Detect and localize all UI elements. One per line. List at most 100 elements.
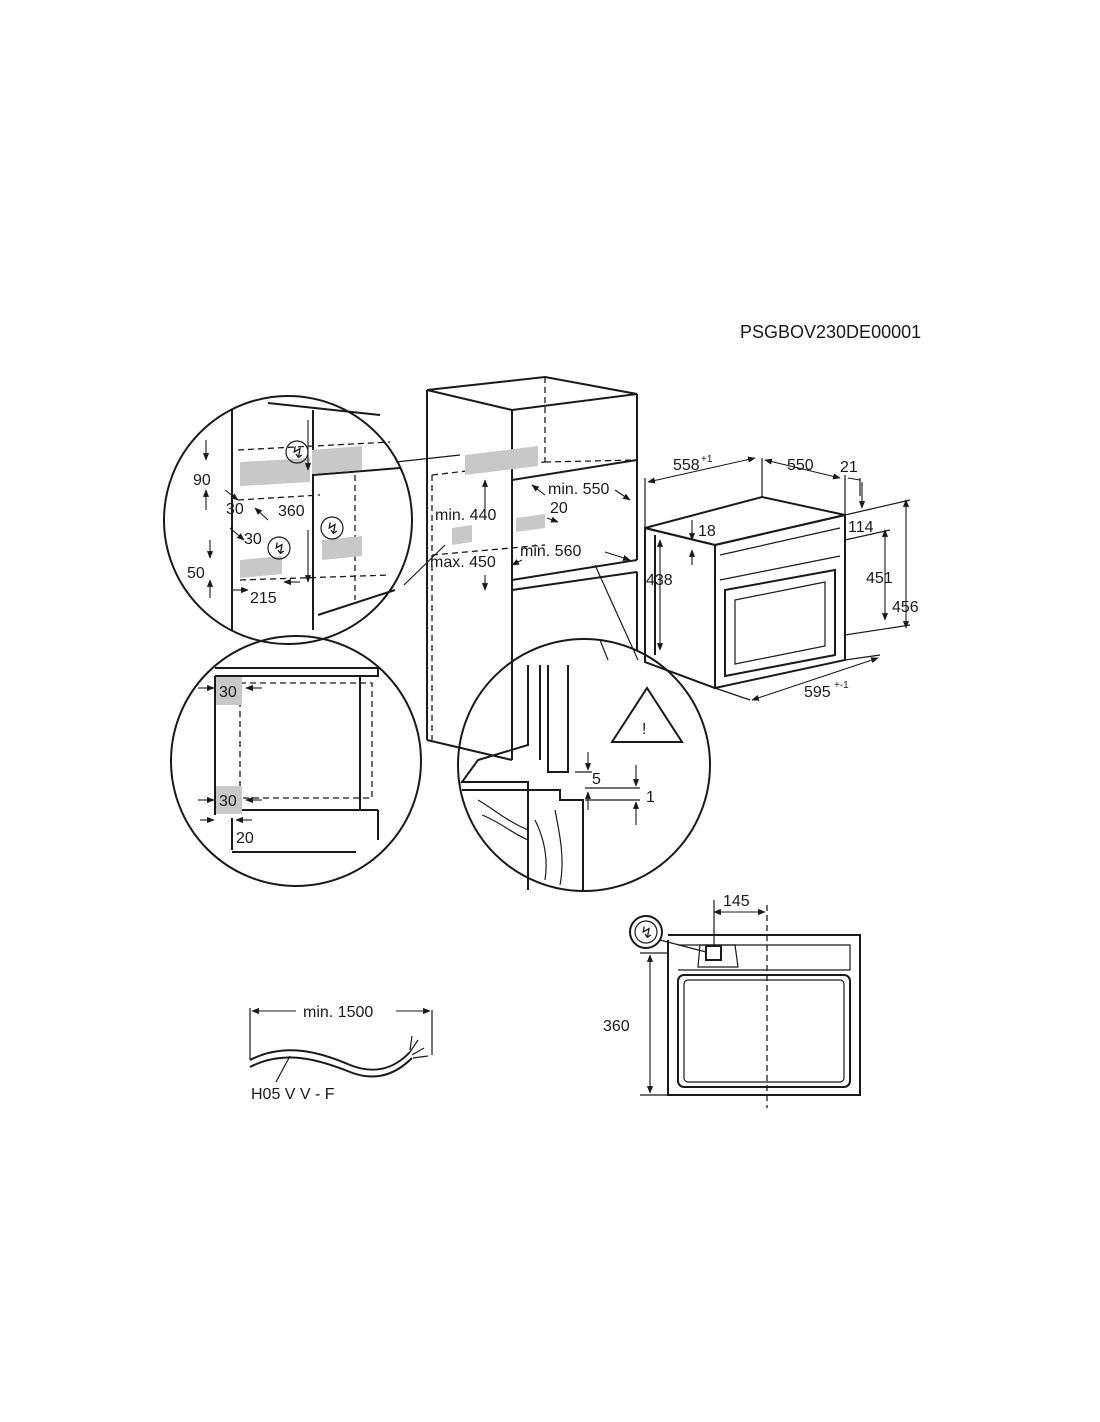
cable-length-label: min. 1500 xyxy=(303,1004,373,1021)
socket-zone xyxy=(516,514,545,532)
dimension-arrow xyxy=(546,516,559,523)
dim-label-30: 30 xyxy=(226,501,244,518)
cabinet-bottom-left xyxy=(426,739,513,761)
dimension-arrow xyxy=(254,507,269,521)
dim-label-558: 558 xyxy=(673,457,700,474)
dim-label-595: 595 xyxy=(804,684,831,701)
rear-view: ↯ 145 360 xyxy=(603,893,861,1108)
dim-label-5: 5 xyxy=(592,771,601,788)
niche-top-front xyxy=(511,459,638,481)
power-socket-icon-inner xyxy=(634,920,658,944)
oven-window xyxy=(734,581,826,665)
dim-label-max-450: max. 450 xyxy=(430,554,496,571)
detail-top-left: ↯ ↯ ↯ 90 30 360 30 50 215 xyxy=(163,395,461,645)
warning-icon xyxy=(610,686,684,743)
dimension-arrow xyxy=(511,559,523,566)
power-socket-icon xyxy=(267,536,291,560)
dim-label-1: 1 xyxy=(646,789,655,806)
niche-bottom-front xyxy=(511,559,638,581)
zoom-connector xyxy=(599,639,609,661)
dim-label-18: 18 xyxy=(698,523,716,540)
socket-zone xyxy=(312,446,362,474)
dim-label-30-top: 30 xyxy=(219,684,237,701)
cabinet-top xyxy=(426,375,638,412)
dim-label-21: 21 xyxy=(840,459,858,476)
dim-label-595-tolerance: +-1 xyxy=(834,680,849,691)
cabinet-niche: min. 550 20 min. 440 max. 450 min. 560 xyxy=(426,375,638,761)
dimension-arrow xyxy=(531,484,546,496)
extension-line xyxy=(844,624,911,636)
dim-label-90: 90 xyxy=(193,472,211,489)
control-panel-edge xyxy=(719,555,841,581)
dim-label-360: 360 xyxy=(603,1018,630,1035)
oven-trim xyxy=(547,665,569,773)
dimension-arrow xyxy=(224,489,239,501)
socket-zone xyxy=(240,556,282,578)
dim-label-456: 456 xyxy=(892,599,919,616)
rear-cavity xyxy=(677,974,851,1088)
hidden-line xyxy=(431,544,546,556)
dim-label-min-560: min. 560 xyxy=(520,543,581,560)
dimension-arrow xyxy=(614,489,631,501)
socket-zone xyxy=(452,525,472,545)
detail-bottom-center: ! 5 1 xyxy=(457,564,711,892)
leader-line xyxy=(275,1055,291,1083)
dim-label-50: 50 xyxy=(187,565,205,582)
dim-label-360: 360 xyxy=(278,503,305,520)
extension-line xyxy=(714,687,751,701)
power-socket-icon-glyph: ↯ xyxy=(326,521,339,538)
power-socket-icon-glyph: ↯ xyxy=(273,541,286,558)
shelf-profile xyxy=(462,789,584,890)
power-socket-icon-glyph: ↯ xyxy=(291,445,304,462)
dim-label-30-lower: 30 xyxy=(244,531,262,548)
socket-zone xyxy=(465,446,538,475)
power-cable: min. 1500 H05 V V - F xyxy=(249,1004,433,1103)
gap-zone xyxy=(216,677,242,705)
socket-zone xyxy=(240,458,310,486)
detail-circle xyxy=(163,395,413,645)
dimension-arrow xyxy=(751,657,879,701)
document-code: PSGBOV230DE00001 xyxy=(740,322,921,342)
hidden-line xyxy=(237,441,391,451)
detail-circle xyxy=(170,635,422,887)
cable-line xyxy=(249,1056,413,1078)
socket-zone xyxy=(322,536,362,560)
hidden-line xyxy=(237,494,321,501)
rear-top-strip xyxy=(678,944,851,971)
shelf-edge xyxy=(312,467,401,476)
cabinet-top-edge xyxy=(267,402,381,416)
rear-outer-frame xyxy=(667,934,861,1096)
oven-appliance: 558 +1 550 21 18 114 438 451 456 595 +-1 xyxy=(644,454,919,701)
detail-bottom-left: 30 30 20 xyxy=(170,635,422,887)
oven-door xyxy=(724,568,836,678)
dim-label-438: 438 xyxy=(646,572,673,589)
power-socket-icon-glyph: ↯ xyxy=(640,925,653,942)
zoom-connector xyxy=(594,564,639,661)
dim-label-20: 20 xyxy=(236,830,254,847)
hidden-outline xyxy=(239,682,373,799)
worktop-edge xyxy=(215,667,379,677)
dim-label-145: 145 xyxy=(723,893,750,910)
dimension-arrow xyxy=(647,456,756,484)
leader-line xyxy=(659,939,707,953)
power-socket-icon xyxy=(320,516,344,540)
dim-label-451: 451 xyxy=(866,570,893,587)
wood-grain xyxy=(477,799,563,886)
base-top-front xyxy=(511,571,638,591)
hidden-line xyxy=(239,574,391,581)
dim-label-550: 550 xyxy=(787,457,814,474)
dim-label-30-bottom: 30 xyxy=(219,793,237,810)
warning-icon-glyph: ! xyxy=(642,721,646,738)
rear-cavity-inner xyxy=(683,979,845,1083)
gap-zone xyxy=(216,786,242,814)
dim-label-min-550: min. 550 xyxy=(548,481,609,498)
dimension-arrow xyxy=(229,527,245,541)
dimension-arrow xyxy=(764,458,841,480)
frame-profile xyxy=(460,665,529,890)
cable-line xyxy=(249,1049,411,1071)
socket-bracket xyxy=(697,944,739,968)
dim-label-114: 114 xyxy=(848,519,874,536)
cabinet-bottom-edge xyxy=(317,589,396,616)
dim-label-215: 215 xyxy=(250,590,277,607)
